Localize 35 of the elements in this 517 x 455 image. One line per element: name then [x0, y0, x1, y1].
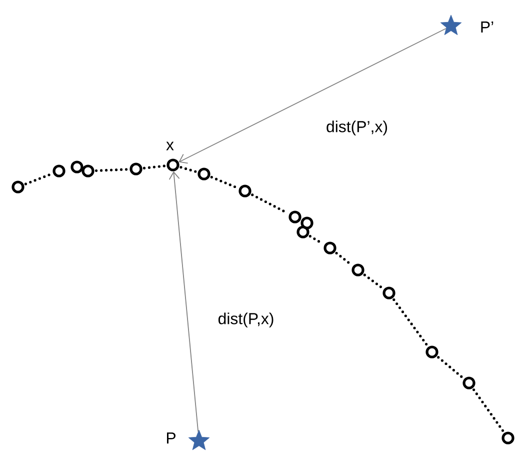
dotted-line: [472, 388, 504, 433]
dotted-line: [142, 164, 166, 170]
point-label: P: [167, 432, 176, 444]
ring-marker: [352, 264, 364, 276]
point-label: P’: [481, 22, 494, 32]
point-label: x: [166, 142, 174, 150]
dotted-line: [180, 166, 198, 173]
edge-label: dist(P,x): [216, 312, 276, 328]
ring-marker: [462, 376, 476, 390]
ring-marker: [198, 168, 210, 180]
ring-marker: [288, 210, 302, 224]
ring-marker: [296, 226, 310, 238]
ring-marker: [70, 160, 84, 174]
dotted-line: [210, 176, 239, 190]
star-marker: [440, 14, 462, 36]
arrow: [178, 28, 446, 164]
arrow: [168, 171, 199, 432]
dotted-line: [95, 168, 129, 172]
ring-marker: [12, 180, 24, 194]
dotted-line: [363, 274, 384, 290]
ring-marker: [382, 286, 396, 300]
ring-marker: [300, 216, 314, 230]
ring-marker: [426, 346, 438, 358]
dotted-line: [24, 172, 53, 186]
dotted-line: [392, 298, 428, 347]
ring-marker: [52, 164, 66, 178]
ring-marker: [324, 242, 336, 254]
ring-marker: [238, 184, 252, 198]
ring-marker: [166, 158, 180, 172]
dotted-line: [437, 356, 464, 379]
ring-marker: [82, 164, 94, 178]
edge-label: dist(P’,x): [325, 120, 389, 136]
ring-marker: [502, 432, 514, 444]
ring-marker: [130, 162, 142, 176]
star-marker: [188, 430, 210, 450]
